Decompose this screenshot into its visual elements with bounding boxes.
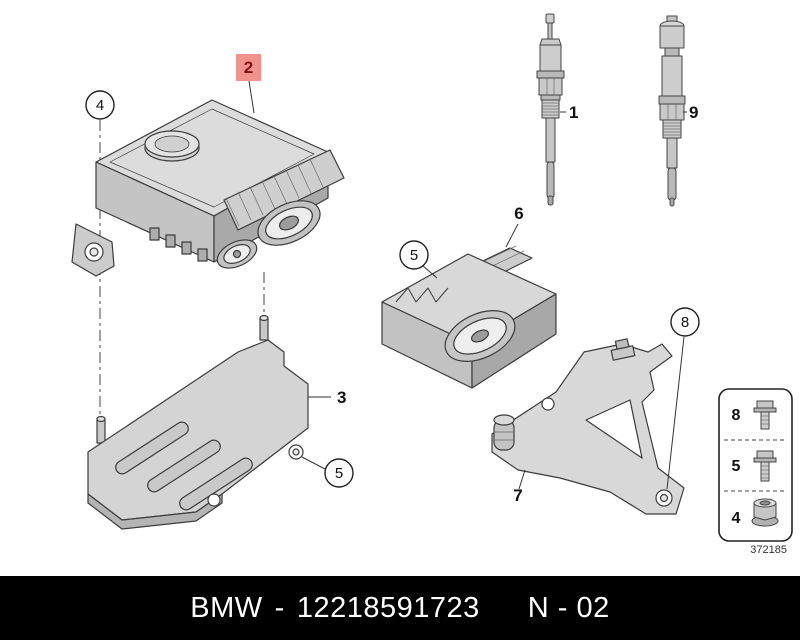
legend-4-label: 4 bbox=[732, 510, 741, 527]
callout-2[interactable]: 2 bbox=[236, 54, 261, 81]
bracket-3-drawing bbox=[87, 314, 309, 530]
footer-part-number: 12218591723 bbox=[296, 591, 480, 624]
callout-5b-label: 5 bbox=[335, 465, 343, 482]
callout-3[interactable]: 3 bbox=[337, 388, 346, 407]
footer-separator: - bbox=[274, 591, 285, 624]
legend-8-label: 8 bbox=[732, 407, 741, 424]
footer-brand: BMW bbox=[190, 591, 263, 624]
callout-2-highlight bbox=[236, 54, 261, 81]
callout-2-label: 2 bbox=[244, 58, 253, 77]
hex-nut-icon bbox=[751, 498, 779, 527]
callout-7[interactable]: 7 bbox=[513, 486, 522, 505]
callout-5b[interactable]: 5 bbox=[324, 458, 354, 488]
callout-1[interactable]: 1 bbox=[569, 103, 578, 122]
callout-9-label: 9 bbox=[689, 103, 698, 122]
glow-plug-control-unit-drawing bbox=[71, 99, 345, 277]
callout-5b-circle bbox=[324, 458, 354, 488]
callout-4-label: 4 bbox=[96, 97, 104, 114]
callout-1-label: 1 bbox=[569, 103, 578, 122]
footer-bar: BMW - 12218591723 N - 02 bbox=[0, 576, 800, 640]
callout-9[interactable]: 9 bbox=[689, 103, 698, 122]
leader-lines bbox=[248, 80, 687, 490]
callout-4[interactable]: 4 bbox=[85, 90, 115, 120]
callout-5a-circle bbox=[399, 240, 429, 270]
module-cap bbox=[144, 130, 200, 162]
legend-row-8[interactable]: 8 bbox=[732, 400, 777, 430]
fastener-legend: 8 5 4 bbox=[718, 388, 793, 542]
callout-3-label: 3 bbox=[337, 388, 346, 407]
callout-5a-label: 5 bbox=[410, 247, 418, 264]
glow-plug-9-drawing bbox=[658, 15, 686, 207]
callout-5a[interactable]: 5 bbox=[399, 240, 429, 270]
callout-8[interactable]: 8 bbox=[670, 307, 700, 337]
hex-bolt-icon bbox=[753, 400, 777, 430]
callout-6-label: 6 bbox=[514, 204, 523, 223]
drawing-number: 372185 bbox=[750, 544, 787, 556]
bracket-7-drawing bbox=[491, 338, 685, 515]
module-connector bbox=[216, 149, 345, 269]
callout-8-circle bbox=[670, 307, 700, 337]
callout-6[interactable]: 6 bbox=[514, 204, 523, 223]
control-unit-6-drawing bbox=[381, 245, 557, 389]
legend-5-label: 5 bbox=[732, 458, 741, 475]
footer-part-reference: BMW - 12218591723 bbox=[190, 592, 479, 625]
glow-plug-1-drawing bbox=[536, 13, 565, 206]
module-mounting-lug bbox=[71, 223, 115, 277]
callout-7-label: 7 bbox=[513, 486, 522, 505]
callout-8-label: 8 bbox=[681, 314, 689, 331]
legend-row-4[interactable]: 4 bbox=[732, 498, 779, 527]
footer-page-code: N - 02 bbox=[527, 591, 610, 624]
legend-row-5[interactable]: 5 bbox=[732, 450, 777, 482]
parts-diagram-canvas: 2 4 1 9 6 5 3 5 8 7 8 bbox=[71, 13, 793, 556]
callout-4-circle bbox=[85, 90, 115, 120]
hex-bolt-icon bbox=[753, 450, 777, 482]
